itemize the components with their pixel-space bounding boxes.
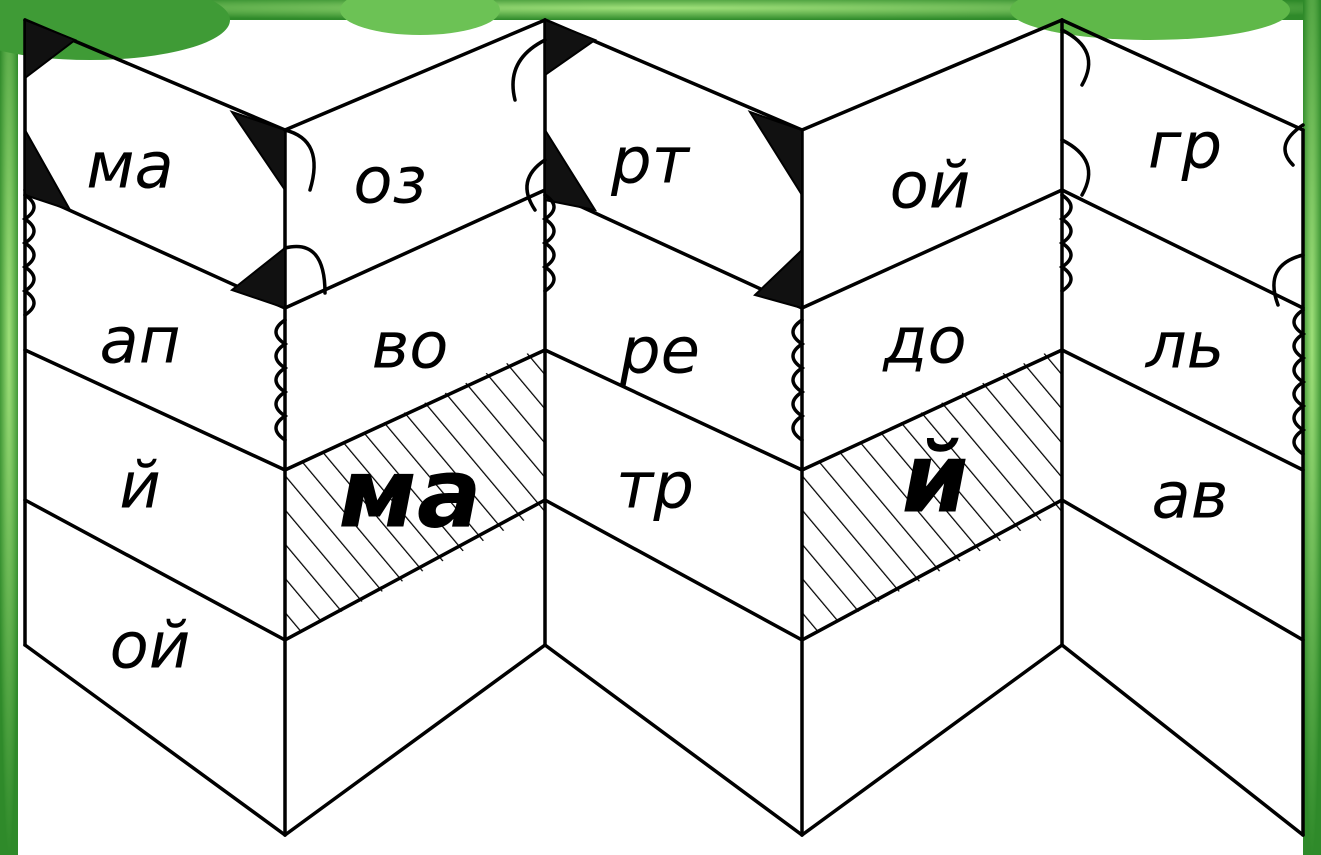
cell-text: ль	[1144, 310, 1225, 384]
cell-text: й	[901, 422, 968, 534]
cell-text: ой	[890, 150, 971, 224]
cell-text: во	[372, 310, 449, 384]
cell-text: оз	[353, 145, 426, 219]
cell-text: ре	[619, 315, 700, 389]
cell-text: й	[119, 450, 161, 524]
cell-text: ма	[338, 437, 481, 549]
cell-text: рт	[610, 125, 691, 199]
cell-text: до	[882, 305, 966, 379]
cell-text: ав	[1152, 460, 1229, 534]
cell-text: ап	[99, 305, 180, 379]
cell-text: гр	[1148, 110, 1222, 184]
cell-text: ой	[110, 610, 191, 684]
cell-text: ма	[86, 130, 174, 204]
cell-text: тр	[616, 450, 694, 524]
